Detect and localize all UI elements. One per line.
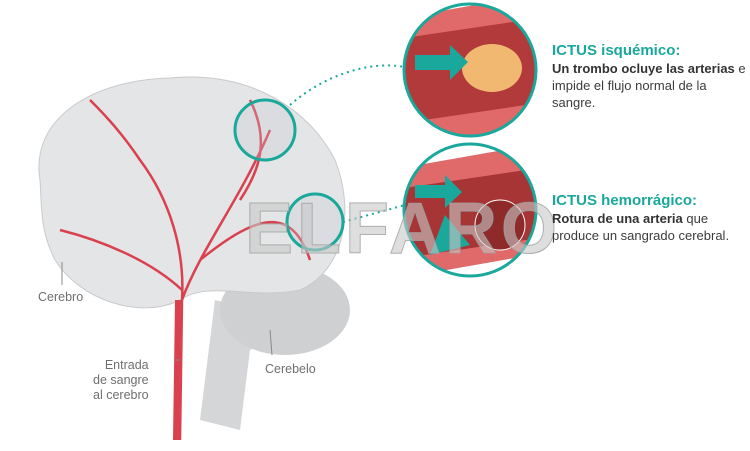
bold-text: Un trombo ocluye las arterias xyxy=(552,61,735,76)
connector-dots xyxy=(289,64,409,106)
title: ICTUS isquémico: xyxy=(552,42,681,59)
info-isquemico: ICTUS isquémico: Un trombo ocluye las ar… xyxy=(552,42,750,111)
artery-isquemico xyxy=(404,4,536,136)
label-cerebro: Cerebro xyxy=(38,290,84,304)
label-line: al cerebro xyxy=(93,388,149,402)
info-hemorragico: ICTUS hemorrágico: Rotura de una arteria… xyxy=(552,192,750,244)
title: ICTUS hemorrágico: xyxy=(552,192,698,209)
label-cerebelo: Cerebelo xyxy=(265,362,316,376)
watermark: ELFARO xyxy=(244,189,562,270)
body-text: e impide el flujo normal de la sangre. xyxy=(552,61,746,110)
label-line: de sangre xyxy=(93,373,149,387)
zoom-circle-isquemico xyxy=(233,98,297,162)
artery-hemorragico xyxy=(404,144,536,276)
bold-text: Rotura de una arteria xyxy=(552,211,683,226)
body-text: que produce un sangrado cerebral. xyxy=(552,211,730,243)
thrombus xyxy=(462,44,522,92)
label-line: Entrada xyxy=(104,358,149,372)
label-entrada: Entrada de sangre al cerebro xyxy=(93,358,149,403)
flow-arrow xyxy=(415,45,468,80)
arteries xyxy=(59,99,312,441)
